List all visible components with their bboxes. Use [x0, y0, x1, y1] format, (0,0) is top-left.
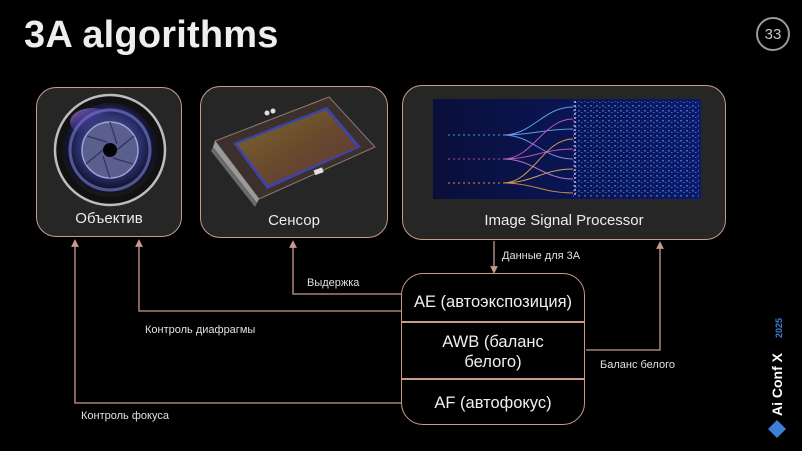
aperture-control-label: Контроль диафрагмы: [145, 324, 256, 336]
page-number-badge: 33: [756, 17, 790, 51]
divider: [402, 321, 584, 323]
svg-text:Ai Conf X: Ai Conf X: [769, 352, 785, 416]
svg-text:2025: 2025: [774, 318, 784, 338]
camera-lens-icon: [53, 93, 167, 207]
sensor-label: Сенсор: [268, 212, 320, 229]
ae-block: AE (автоэкспозиция): [413, 293, 573, 311]
awb-block-line1: AWB (баланс: [442, 333, 544, 351]
af-block: AF (автофокус): [434, 394, 552, 412]
exposure-label: Выдержка: [307, 277, 360, 289]
ai-conf-logo-icon: Ai Conf X 2025: [768, 318, 786, 438]
data-flow-image: [433, 99, 701, 199]
3a-algorithms-box: AE (автоэкспозиция) AWB (баланс белого) …: [401, 273, 585, 425]
sensor-card: Сенсор: [200, 86, 388, 238]
image-sensor-icon: [211, 96, 376, 207]
focus-control-label: Контроль фокуса: [81, 410, 169, 422]
data-for-3a-label: Данные для 3A: [502, 250, 581, 262]
brand-logo: Ai Conf X 2025: [762, 290, 792, 440]
lens-label: Объектив: [75, 210, 143, 227]
isp-label: Image Signal Processor: [484, 212, 644, 229]
isp-card: Image Signal Processor: [402, 85, 726, 240]
divider: [402, 378, 584, 380]
awb-block-line2: белого): [464, 353, 522, 371]
white-balance-label: Баланс белого: [600, 359, 675, 371]
slide-title: 3A algorithms: [24, 14, 279, 56]
lens-card: Объектив: [36, 87, 182, 237]
